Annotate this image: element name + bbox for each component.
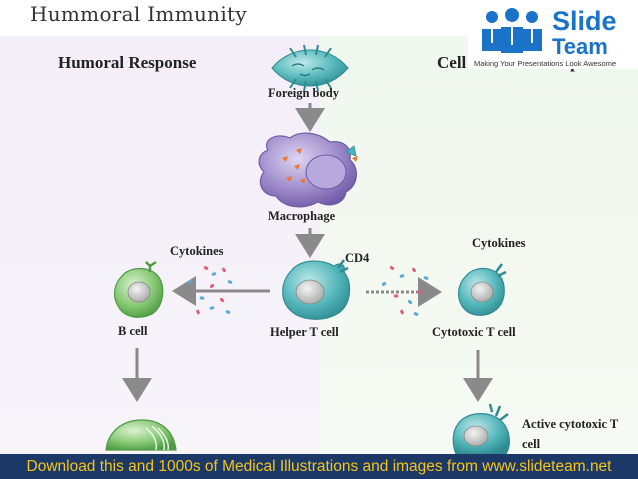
cytokines-left-particles	[187, 266, 233, 315]
b-cell-label: B cell	[118, 324, 148, 338]
people-logo-icon	[482, 8, 542, 53]
foreign-body-label: Foreign body	[268, 86, 339, 100]
cytotoxic-t-cell-icon	[457, 263, 507, 316]
foreign-body-icon	[271, 44, 349, 92]
cytotoxic-t-cell-label: Cytotoxic T cell	[432, 325, 516, 339]
download-banner[interactable]: Download this and 1000s of Medical Illus…	[0, 454, 638, 479]
humoral-response-header: Humoral Response	[58, 53, 197, 72]
active-cytotoxic-t-cell-label: Active cytotoxic T cell	[522, 417, 619, 451]
slideteam-logo[interactable]: Making Your Presentations Look Awesome	[468, 3, 638, 69]
macrophage-icon	[258, 132, 358, 208]
cytokines-right-label: Cytokines	[472, 236, 526, 250]
logo-team-text: Team	[552, 34, 608, 59]
cd4-label: CD4	[345, 251, 370, 265]
cytokines-left-label: Cytokines	[170, 244, 224, 258]
b-cell-icon	[113, 260, 164, 318]
humoral-panel-background	[0, 36, 320, 454]
logo-tagline: Making Your Presentations Look Awesome	[474, 59, 617, 68]
plasma-cell-icon	[105, 419, 177, 451]
helper-t-cell-label: Helper T cell	[270, 325, 339, 339]
helper-t-cell-icon	[282, 259, 351, 320]
active-cytotoxic-t-cell-icon	[452, 403, 510, 455]
slide-title: Hummoral Immunity	[30, 2, 247, 26]
cytokines-right-particles	[381, 266, 429, 316]
macrophage-label: Macrophage	[268, 209, 336, 223]
logo-slide-text: Slide	[552, 6, 617, 36]
